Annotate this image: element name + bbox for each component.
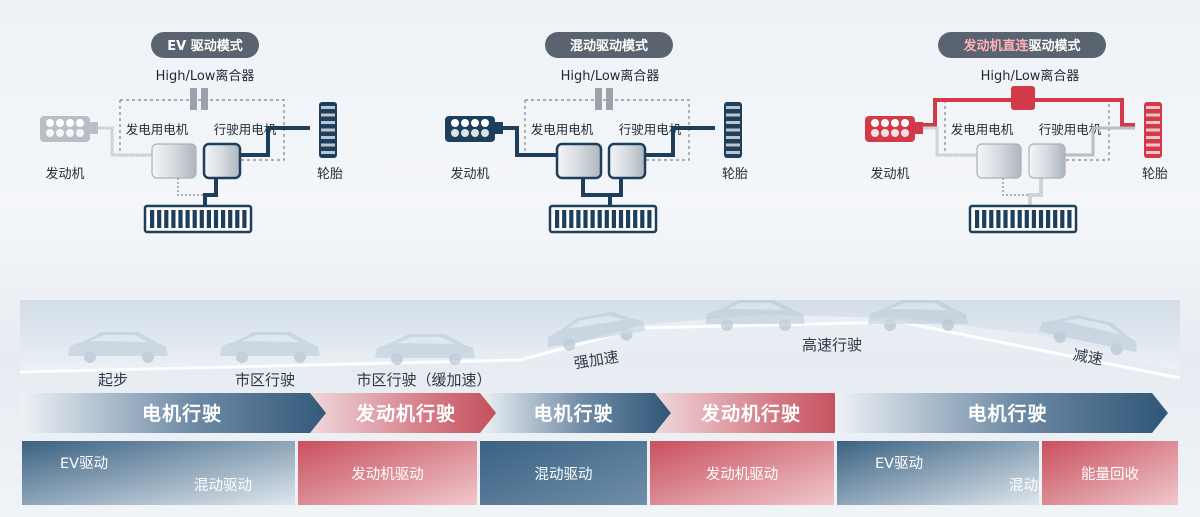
car-silhouette (547, 311, 646, 351)
engine-label: 发动机 (870, 166, 909, 182)
drive-tire-link (645, 126, 715, 157)
car-silhouette (220, 332, 320, 363)
drive-motor (202, 142, 242, 180)
mode-title-pill (938, 32, 1106, 58)
drive-motor (607, 142, 647, 180)
mode-block-label: 能量回收 (1081, 466, 1139, 483)
engine-label: 发动机 (450, 166, 489, 182)
drive-band (835, 393, 1168, 433)
clutch-label: High/Low离合器 (561, 68, 660, 84)
drive-motor (1028, 143, 1066, 179)
clutch-label: High/Low离合器 (981, 68, 1080, 84)
drive-tire-link (1065, 126, 1135, 157)
tire-icon (724, 102, 742, 158)
battery-drive-link (608, 170, 623, 205)
drive-motor-label: 行驶用电机 (1039, 122, 1102, 137)
drive-band-label: 电机行驶 (533, 402, 613, 425)
drive-motor-label: 行驶用电机 (214, 122, 277, 137)
mode-block-label: 发动机驱动 (351, 466, 424, 483)
gen-motor-label: 发电用电机 (126, 122, 189, 137)
mode-title-pill (151, 32, 259, 58)
clutch-label: High/Low离合器 (156, 68, 255, 84)
scene-label: 起步 (98, 371, 128, 389)
scene-label: 减速 (1072, 346, 1105, 369)
drive-motor-label: 行驶用电机 (619, 122, 682, 137)
drive-tire-link (240, 126, 310, 157)
tire-label: 轮胎 (317, 167, 343, 182)
engine-label: 发动机 (45, 166, 84, 182)
car-silhouette (68, 332, 168, 363)
drive-source-bands: 电机行驶 发动机行驶 电机行驶 发动机行驶 电机行驶 (20, 393, 1168, 433)
car-silhouette (868, 300, 968, 331)
scene-label: 高速行驶 (802, 336, 862, 354)
drive-band-label: 发动机行驶 (700, 402, 801, 425)
drive-mode-blocks: EV驱动混动驱动发动机驱动混动驱动发动机驱动EV驱动混动驱动能量回收 (22, 441, 1178, 505)
tire-label: 轮胎 (1142, 167, 1168, 182)
mode-block (1042, 441, 1178, 505)
drive-band (655, 393, 851, 433)
gen-motor (976, 143, 1022, 179)
mode-block (837, 441, 1039, 505)
mode-block-label: EV驱动 (60, 455, 108, 472)
battery-icon (143, 204, 253, 234)
mode-title: 混动驱动模式 (570, 38, 648, 54)
clutch-engaged (1011, 86, 1035, 110)
engine-icon (865, 116, 923, 142)
drive-band (310, 393, 506, 433)
engine-gen-link (501, 126, 557, 157)
drive-band-label: 电机行驶 (967, 402, 1047, 425)
mode-block-label: 发动机驱动 (706, 466, 779, 483)
tire-label: 轮胎 (722, 167, 748, 182)
car-silhouette (375, 334, 475, 365)
drive-band (480, 393, 671, 433)
mode-block-label: EV驱动 (875, 455, 923, 472)
gen-motor (555, 142, 603, 180)
battery-icon (548, 204, 658, 234)
clutch-plate-b (606, 88, 613, 110)
tire-icon (1144, 102, 1162, 158)
mode-block (298, 441, 477, 505)
mode-title-pill (545, 32, 673, 58)
clutch-plate-b (201, 88, 208, 110)
car-silhouette (705, 300, 805, 331)
mode-title: 发动机直连驱动模式 (962, 38, 1080, 54)
battery-icon (968, 204, 1078, 234)
mode-block-label: 混动驱动 (535, 466, 593, 483)
mode-block (480, 441, 647, 505)
clutch-plate-a (595, 88, 602, 110)
tire-icon (319, 102, 337, 158)
drive-band-label: 电机行驶 (142, 402, 222, 425)
battery-drive-link (203, 170, 218, 205)
mode-title: EV 驱动模式 (167, 38, 242, 54)
drive-band (20, 393, 336, 433)
clutch-plate-a (190, 88, 197, 110)
mode-block (650, 441, 834, 505)
mode-block-label: 混动驱动 (194, 477, 252, 494)
gen-motor (151, 143, 197, 179)
engine-gen-link (96, 126, 152, 157)
car-silhouettes (68, 300, 1137, 365)
engine-icon (40, 116, 98, 142)
engine-gen-link (921, 126, 977, 157)
scene-label: 市区行驶 (235, 371, 295, 389)
scene-label: 强加速 (573, 348, 620, 373)
mode-block (22, 441, 295, 505)
engine-icon (445, 116, 503, 142)
gen-motor-label: 发电用电机 (951, 122, 1014, 137)
gen-motor-label: 发电用电机 (531, 122, 594, 137)
scene-label: 市区行驶（缓加速） (356, 371, 491, 389)
battery-drive-link (1028, 170, 1043, 205)
drive-band-label: 发动机行驶 (355, 402, 456, 425)
car-silhouette (1038, 315, 1137, 356)
